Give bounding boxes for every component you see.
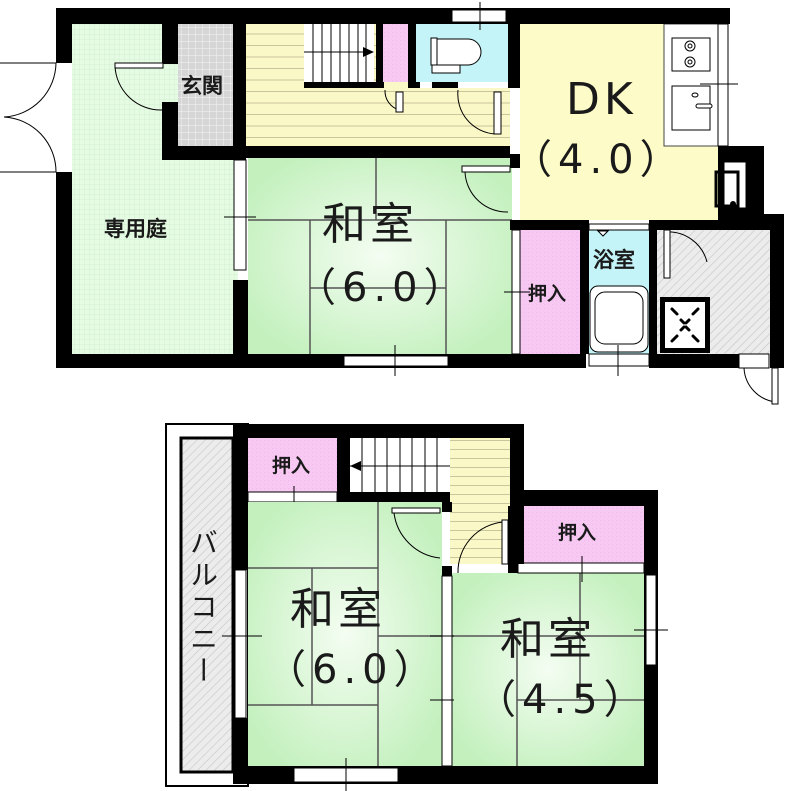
- washitsu-2-tatami: [248, 502, 442, 766]
- oshiire-2-label: 押入: [272, 455, 311, 477]
- garden-label: 専用庭: [104, 217, 167, 241]
- floor-2: [165, 423, 668, 791]
- washitsu-1-size: （6.0）: [296, 265, 470, 311]
- washitsu-3-tatami: [452, 573, 644, 766]
- toilet-icon: [431, 38, 482, 66]
- genkan-area: [178, 24, 233, 146]
- balcony-area: [179, 436, 235, 774]
- washitsu-3-label: 和室: [500, 614, 596, 665]
- oshiire-1-label: 押入: [528, 283, 567, 305]
- washitsu-1-label: 和室: [322, 199, 418, 250]
- oshiire-2: [248, 438, 337, 492]
- floor-1: [0, 2, 784, 405]
- washitsu-3-size: （4.5）: [476, 677, 650, 723]
- walls-floor-1: [56, 8, 784, 368]
- washitsu-1-tatami: [248, 158, 512, 354]
- balcony-label: バルコニー: [186, 528, 219, 688]
- dk-label: DK: [566, 74, 637, 125]
- genkan-label: 玄関: [181, 74, 223, 98]
- washitsu-2-size: （6.0）: [266, 647, 440, 693]
- oshiire-3-label: 押入: [558, 522, 597, 544]
- oshiire-3: [518, 506, 644, 563]
- dk-size: （4.0）: [512, 137, 686, 183]
- landing-floor: [450, 438, 510, 564]
- washitsu-2-label: 和室: [290, 584, 386, 635]
- bath-label: 浴室: [593, 248, 635, 272]
